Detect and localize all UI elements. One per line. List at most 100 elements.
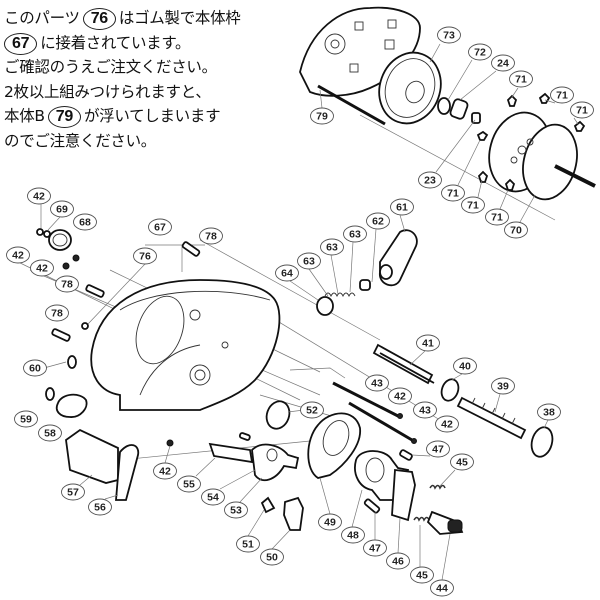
- part-callout-40: 40: [453, 357, 477, 375]
- svg-text:67: 67: [154, 222, 166, 234]
- worm-shaft-39: [456, 396, 527, 440]
- part-callout-61: 61: [390, 198, 414, 216]
- part-callout-38: 38: [537, 403, 561, 421]
- part-callout-41: 41: [416, 334, 440, 352]
- bearing-24: [449, 98, 469, 120]
- part-callout-49: 49: [318, 513, 342, 531]
- part-callout-54: 54: [201, 488, 225, 506]
- part-callout-56: 56: [88, 498, 112, 516]
- svg-text:41: 41: [422, 338, 434, 350]
- note-text: が浮いてしまいます: [83, 107, 221, 125]
- svg-text:56: 56: [94, 502, 106, 514]
- svg-text:55: 55: [183, 479, 195, 491]
- svg-text:64: 64: [281, 268, 293, 280]
- part-callout-63: 63: [343, 225, 367, 243]
- svg-text:72: 72: [474, 47, 486, 59]
- part-callout-71: 71: [550, 86, 574, 104]
- svg-text:79: 79: [316, 111, 328, 123]
- part-callout-59: 59: [14, 410, 38, 428]
- svg-text:45: 45: [416, 570, 428, 582]
- part-callout-71: 71: [509, 70, 533, 88]
- part-ref-badge: 79: [47, 106, 81, 128]
- svg-text:42: 42: [394, 391, 406, 403]
- part-callout-62: 62: [366, 212, 390, 230]
- part-callout-76: 76: [133, 247, 157, 265]
- part-50: [283, 496, 304, 531]
- svg-text:52: 52: [306, 405, 318, 417]
- plate-56: [115, 444, 140, 501]
- part-callout-71: 71: [441, 184, 465, 202]
- part-callout-70: 70: [504, 221, 528, 239]
- cover-70: [488, 111, 596, 201]
- part-callout-68: 68: [73, 213, 97, 231]
- svg-text:71: 71: [491, 212, 503, 224]
- part-callout-42: 42: [30, 259, 54, 277]
- svg-text:54: 54: [207, 492, 219, 504]
- part-callout-50: 50: [260, 548, 284, 566]
- svg-text:38: 38: [543, 407, 555, 419]
- part-callout-51: 51: [236, 535, 260, 553]
- svg-text:57: 57: [67, 487, 79, 499]
- svg-text:43: 43: [419, 405, 431, 417]
- gear-38: [530, 426, 554, 458]
- part-callout-71: 71: [485, 208, 509, 226]
- frame-67: [90, 279, 281, 411]
- svg-text:42: 42: [36, 263, 48, 275]
- gear-40: [440, 378, 460, 402]
- svg-text:42: 42: [33, 191, 45, 203]
- svg-text:47: 47: [369, 543, 381, 555]
- part-callout-73: 73: [437, 26, 461, 44]
- svg-text:42: 42: [441, 419, 453, 431]
- svg-text:70: 70: [510, 225, 522, 237]
- part-callout-48: 48: [341, 526, 365, 544]
- leader-lines: [40, 43, 579, 581]
- part-callout-44: 44: [430, 579, 454, 597]
- part-callout-42: 42: [27, 187, 51, 205]
- part-callout-79: 79: [310, 107, 334, 125]
- part-callout-63: 63: [320, 238, 344, 256]
- svg-text:50: 50: [266, 552, 278, 564]
- springs-45: [413, 484, 446, 522]
- note-text: に接着されています。: [40, 33, 191, 52]
- part-callout-42: 42: [388, 387, 412, 405]
- part-callout-42: 42: [435, 415, 459, 433]
- svg-text:48: 48: [347, 530, 359, 542]
- note-text: このパーツ: [4, 9, 80, 27]
- part-ref-badge: 76: [82, 8, 116, 30]
- cam-49: [307, 412, 361, 479]
- svg-text:58: 58: [44, 428, 56, 440]
- rods-41-43: [332, 343, 435, 444]
- part-callout-78: 78: [45, 304, 69, 322]
- part-58: [55, 393, 88, 418]
- svg-text:39: 39: [497, 381, 509, 393]
- part-callout-47: 47: [426, 440, 450, 458]
- screw-47: [363, 498, 381, 514]
- svg-text:60: 60: [29, 363, 41, 375]
- part-callout-23: 23: [418, 171, 442, 189]
- part-callout-52: 52: [300, 401, 324, 419]
- svg-text:40: 40: [459, 361, 471, 373]
- screw-71-set: [476, 92, 586, 191]
- svg-text:42: 42: [12, 250, 24, 262]
- svg-text:49: 49: [324, 517, 336, 529]
- ring-60: [67, 355, 77, 369]
- svg-text:44: 44: [436, 583, 448, 595]
- svg-text:78: 78: [51, 308, 63, 320]
- part-callout-43: 43: [365, 374, 389, 392]
- ring-59: [45, 387, 55, 401]
- svg-text:71: 71: [447, 188, 459, 200]
- knob-44: [426, 510, 464, 535]
- spring-plate-55: [208, 442, 254, 464]
- svg-text:45: 45: [456, 457, 468, 469]
- part-23: [471, 112, 481, 124]
- part-callout-43: 43: [413, 401, 437, 419]
- part-callout-63: 63: [297, 252, 321, 270]
- svg-text:71: 71: [556, 90, 568, 102]
- screws-78: [51, 241, 201, 342]
- mechanism-61-64: [316, 229, 418, 316]
- svg-text:61: 61: [396, 202, 408, 214]
- ring-72: [437, 97, 451, 115]
- svg-text:71: 71: [576, 105, 588, 117]
- svg-text:42: 42: [159, 466, 171, 478]
